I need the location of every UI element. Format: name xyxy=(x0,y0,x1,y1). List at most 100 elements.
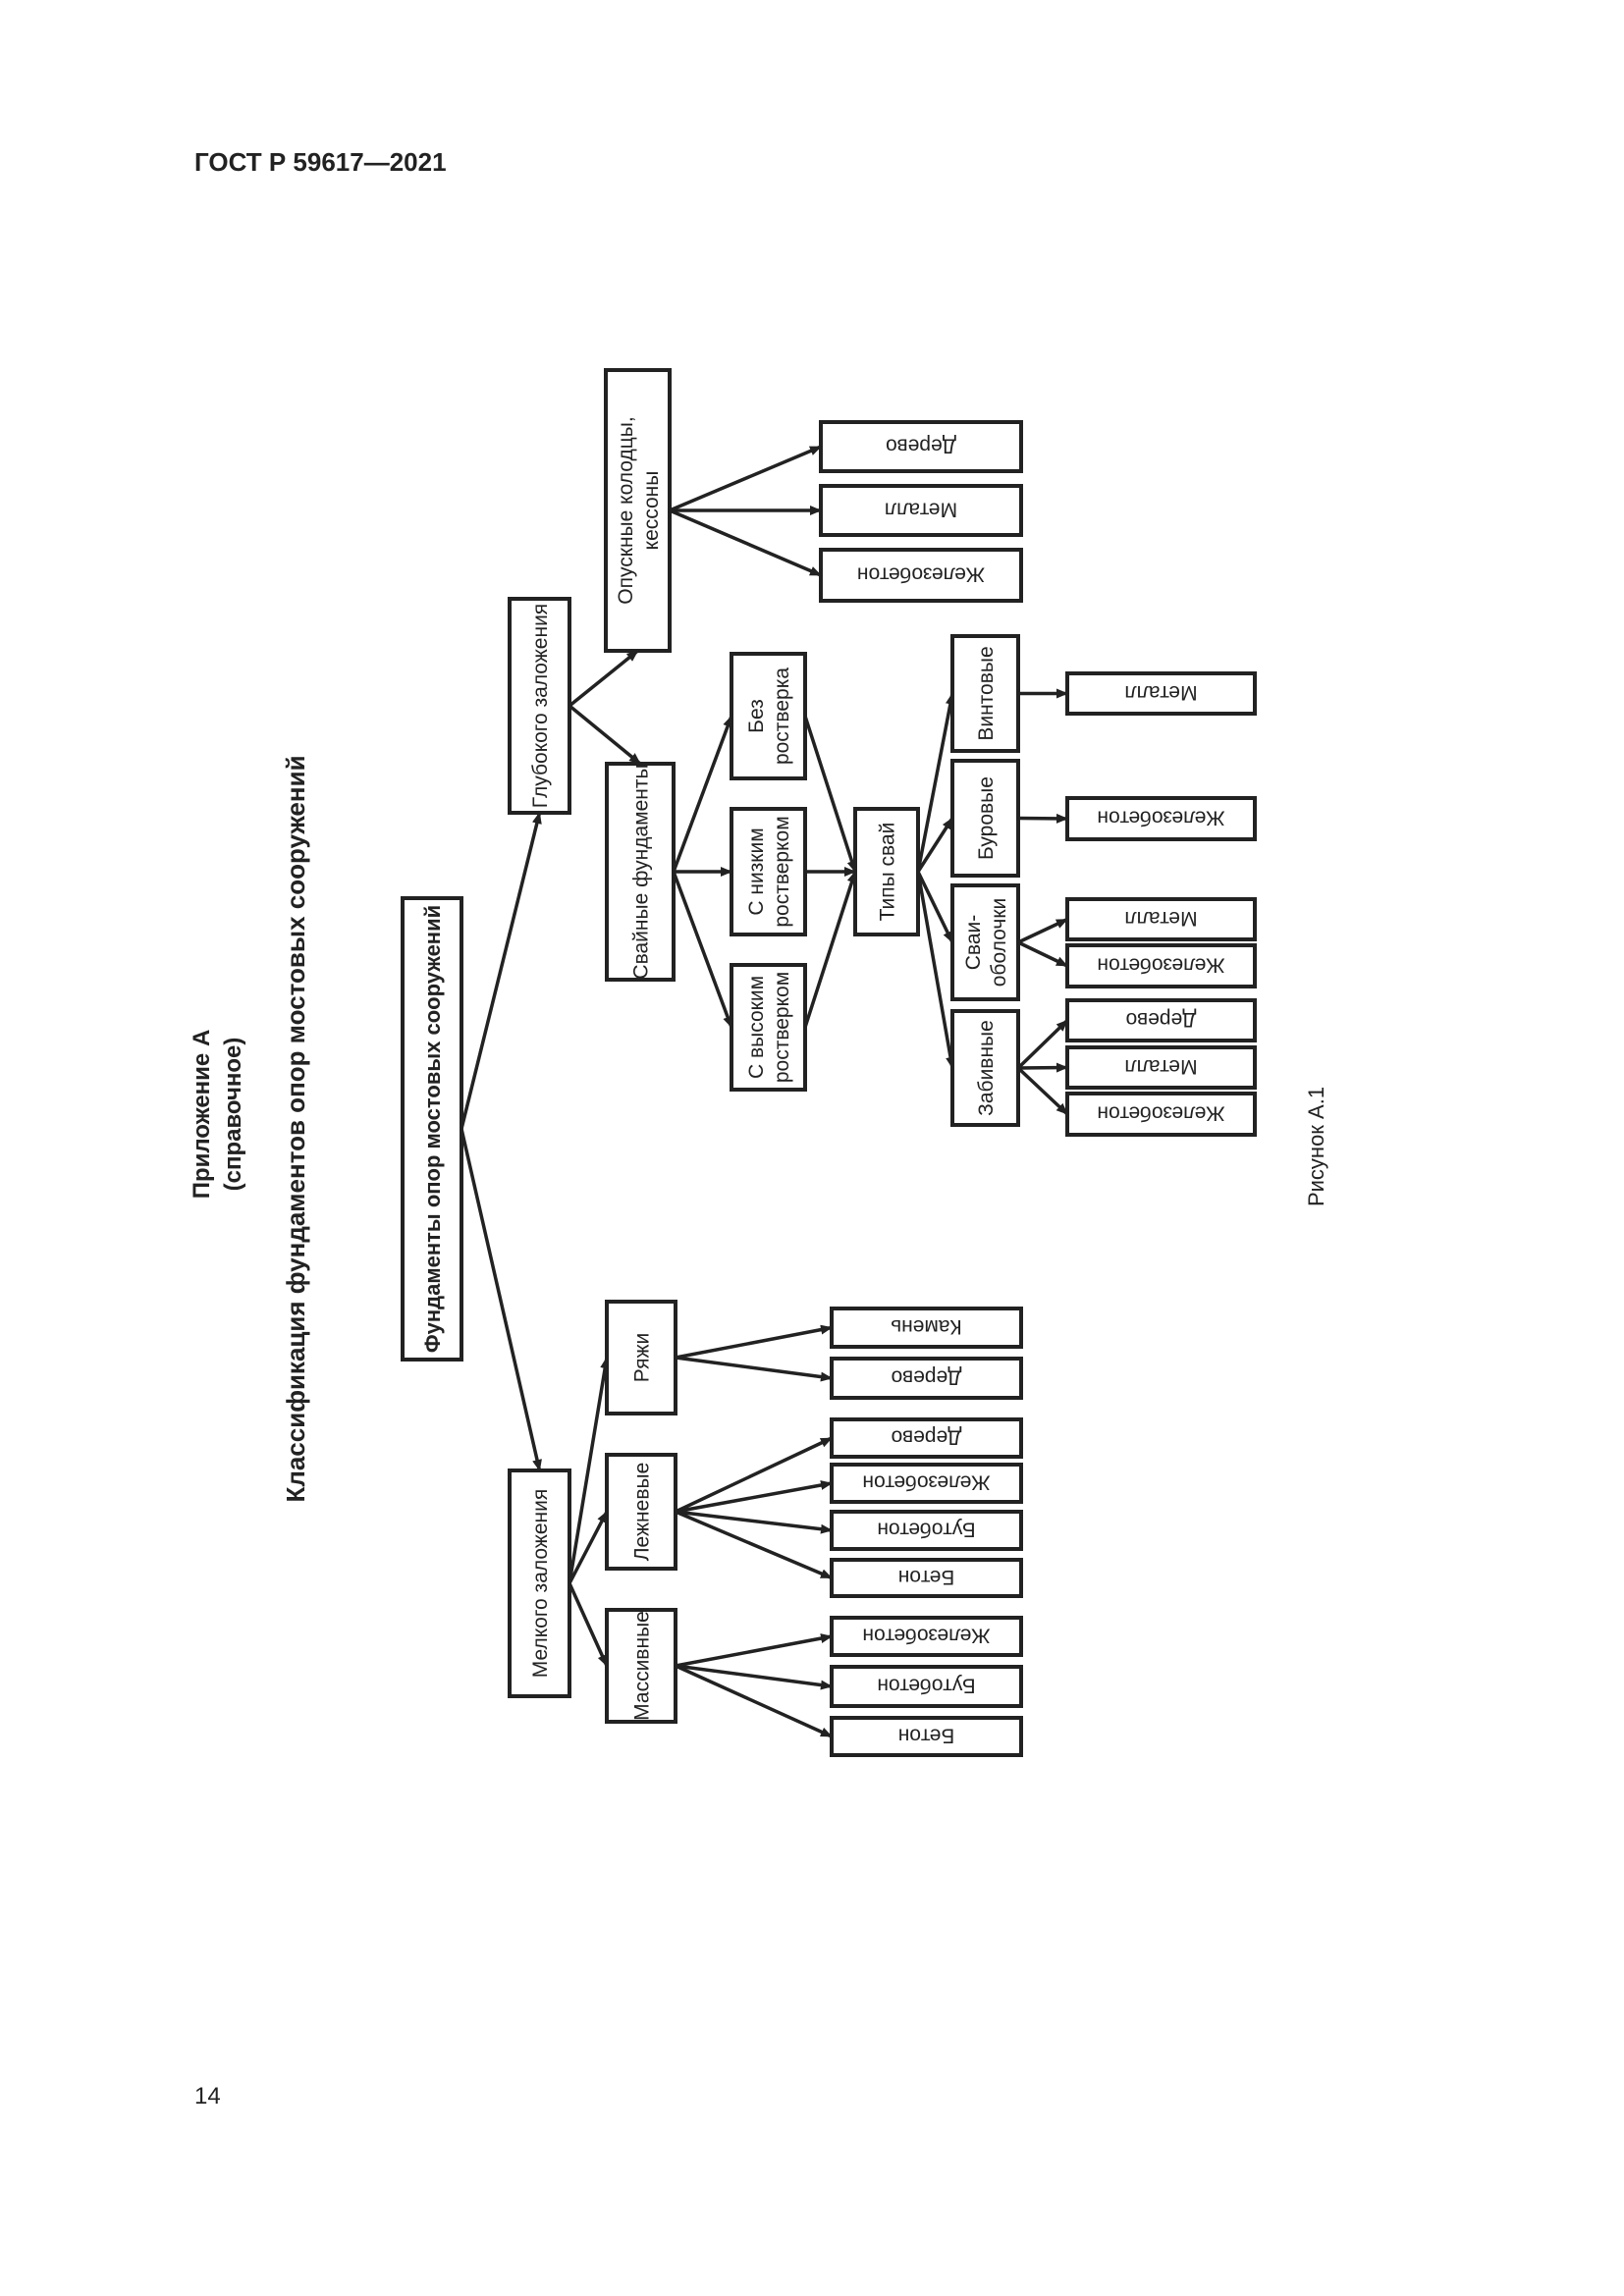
node-label: Железобетон xyxy=(857,562,985,585)
node-deep: Глубокого заложения xyxy=(508,597,571,815)
node-box xyxy=(604,368,672,653)
edge-pile-to-nogrill xyxy=(672,715,733,873)
node-label: Металл xyxy=(1124,1055,1197,1078)
node-box xyxy=(605,1300,677,1415)
node-driven-metal: Металл xyxy=(1065,1045,1257,1090)
edge-crib-to-crib-wood xyxy=(675,1356,833,1382)
node-label-line: Металл xyxy=(1124,1055,1197,1078)
appendix-subtitle: (справочное) xyxy=(220,1038,246,1192)
node-label-line: Железобетон xyxy=(862,1470,990,1493)
node-c-metal: Металл xyxy=(819,484,1023,537)
node-box xyxy=(830,1558,1023,1598)
node-label-line: Массивные xyxy=(631,1611,654,1721)
node-box xyxy=(1065,796,1257,841)
node-label: Свайные фундаменты xyxy=(630,764,653,979)
node-crib-wood: Дерево xyxy=(830,1357,1023,1400)
node-label: Железобетон xyxy=(1097,1101,1224,1124)
edge-strip-to-strip-rubble xyxy=(675,1510,833,1534)
node-label: Типы свай xyxy=(877,823,899,922)
edge-driven-to-driven-metal xyxy=(1017,1062,1068,1073)
node-label-line: Железобетон xyxy=(862,1624,990,1646)
node-box xyxy=(830,1307,1023,1349)
edge-nogrill-to-piletypes xyxy=(803,715,857,873)
edge-crib-to-crib-stone xyxy=(675,1324,833,1360)
edge-highgrill-to-piletypes xyxy=(803,871,857,1029)
node-shallow: Мелкого заложения xyxy=(508,1468,571,1698)
node-box xyxy=(830,1463,1023,1504)
node-shell-rc: Железобетон xyxy=(1065,943,1257,988)
node-box xyxy=(1065,897,1257,941)
node-label-line: Дерево xyxy=(886,434,956,456)
node-label-line: Бетон xyxy=(898,1724,954,1746)
node-caisson: Опускные колодцы,кессоны xyxy=(604,368,672,653)
node-label: Металл xyxy=(885,498,957,520)
edge-piletypes-to-bored xyxy=(916,817,954,873)
node-label: Железобетон xyxy=(862,1470,990,1493)
node-box xyxy=(950,759,1020,878)
node-label-line: оболочки xyxy=(988,898,1010,988)
edge-shell-to-shell-metal xyxy=(1017,917,1068,944)
node-box xyxy=(605,762,676,982)
node-bored-rc: Железобетон xyxy=(1065,796,1257,841)
node-mass-concrete: Бетон xyxy=(830,1716,1023,1757)
node-box xyxy=(605,1453,677,1571)
node-label: Бутобетон xyxy=(877,1674,975,1696)
node-box xyxy=(508,597,571,815)
document-header: ГОСТ Р 59617—2021 xyxy=(194,147,447,177)
node-box xyxy=(830,1616,1023,1657)
edge-shell-to-shell-rc xyxy=(1017,940,1068,968)
node-label: Железобетон xyxy=(1097,806,1224,828)
edge-piletypes-to-driven xyxy=(916,871,956,1069)
node-label: Буровые xyxy=(975,776,998,860)
node-strip-wood: Дерево xyxy=(830,1417,1023,1459)
edge-massive-to-mass-rc xyxy=(675,1633,833,1668)
edge-massive-to-mass-concrete xyxy=(675,1664,833,1738)
node-box xyxy=(605,1608,677,1724)
node-box xyxy=(1065,998,1257,1042)
node-label-line: Железобетон xyxy=(1097,1101,1224,1124)
edge-caisson-to-c-wood xyxy=(669,445,822,512)
node-label-line: ростверком xyxy=(771,816,793,927)
page-number: 14 xyxy=(194,2083,221,2109)
node-label-line: Винтовые xyxy=(975,646,998,740)
node-label: Железобетон xyxy=(862,1624,990,1646)
node-label-line: С низким xyxy=(745,828,768,915)
node-label: Дерево xyxy=(892,1425,962,1448)
node-label-line: Дерево xyxy=(1126,1008,1197,1031)
node-mass-rubble: Бутобетон xyxy=(830,1665,1023,1708)
node-label-line: Дерево xyxy=(892,1365,962,1388)
edge-shallow-to-strip xyxy=(568,1511,609,1584)
node-box xyxy=(853,807,920,936)
node-box xyxy=(401,896,463,1362)
node-box xyxy=(830,1510,1023,1551)
node-label: Лежневые xyxy=(631,1463,654,1561)
node-label: Железобетон xyxy=(1097,953,1224,976)
figure-caption: Рисунок А.1 xyxy=(1304,1087,1328,1206)
node-c-rc: Железобетон xyxy=(819,548,1023,603)
node-box xyxy=(730,807,807,936)
node-label-line: Типы свай xyxy=(877,823,899,922)
node-box xyxy=(819,548,1023,603)
edge-deep-to-pile xyxy=(568,704,642,766)
edge-caisson-to-c-rc xyxy=(669,508,822,577)
edge-shallow-to-massive xyxy=(568,1582,609,1667)
node-label-line: Камень xyxy=(891,1315,962,1338)
node-box xyxy=(730,963,807,1092)
appendix-title: Приложение А xyxy=(189,1030,215,1200)
node-massive: Массивные xyxy=(605,1608,677,1724)
node-label-line: ростверка xyxy=(771,667,793,765)
node-label: Винтовые xyxy=(975,646,998,740)
node-label-line: Бутобетон xyxy=(877,1518,975,1540)
node-label: Глубокого заложения xyxy=(529,604,552,808)
node-box xyxy=(819,484,1023,537)
node-box xyxy=(830,1665,1023,1708)
node-label-line: Буровые xyxy=(975,776,998,860)
node-screw: Винтовые xyxy=(950,634,1020,753)
edge-pile-to-highgrill xyxy=(672,871,733,1029)
edge-massive-to-mass-rubble xyxy=(675,1664,833,1690)
node-label-line: Без xyxy=(745,699,768,733)
